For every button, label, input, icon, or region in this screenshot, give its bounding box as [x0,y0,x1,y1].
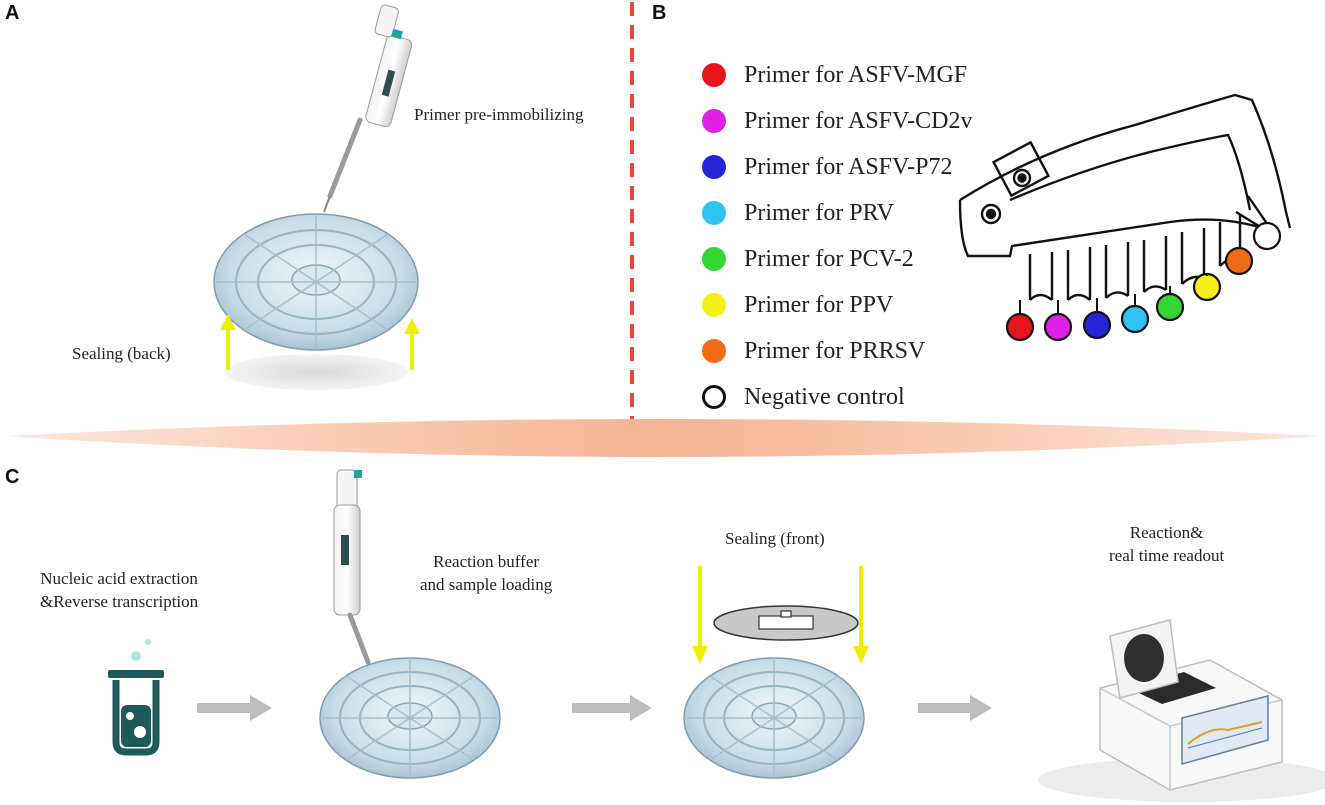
legend-swatch [702,339,726,363]
step1-label: Nucleic acid extraction &Reverse transcr… [40,568,198,614]
legend-label: Negative control [744,383,905,410]
step4-label: Reaction& real time readout [1109,522,1224,568]
sealing-back-label: Sealing (back) [72,344,171,363]
legend-label: Primer for ASFV-CD2v [744,107,973,134]
legend-item: Primer for PRRSV [702,328,972,374]
primer-legend: Primer for ASFV-MGF Primer for ASFV-CD2v… [702,52,972,420]
chip-schematic [958,93,1292,301]
sealing-film-front [713,605,859,641]
primer-step-label: Primer pre-immobilizing [414,105,584,124]
step1-line1: Nucleic acid extraction [40,569,198,588]
legend-swatch [702,63,726,87]
panel-label-c: C [5,466,20,488]
step2-line2: and sample loading [420,574,553,594]
pipette-c [333,469,375,679]
legend-label: Primer for PRRSV [744,337,926,364]
legend-item: Negative control [702,374,972,420]
flow-arrows [197,695,992,721]
legend-item: Primer for PPV [702,282,972,328]
legend-label: Primer for PRV [744,199,895,226]
section-band [4,419,1322,457]
legend-swatch [702,155,726,179]
legend-label: Primer for PCV-2 [744,245,914,272]
readout-instrument [1038,619,1325,802]
panel-label-a: A [5,2,20,24]
panel-label-b: B [652,2,667,24]
step2-label: Reaction buffer and sample loading [420,551,552,597]
legend-swatch [702,385,726,409]
pipette-a [323,4,413,213]
test-tube-icon [108,639,164,756]
step4-line1: Reaction& [1129,523,1204,542]
legend-swatch [702,201,726,225]
sealing-film-back [224,354,408,390]
chip-c2 [683,657,865,779]
legend-label: Primer for ASFV-MGF [744,61,968,88]
step1-line2: &Reverse transcription [40,591,199,611]
legend-item: Primer for PRV [702,190,972,236]
legend-item: Primer for PCV-2 [702,236,972,282]
sealing-arrows-front [692,566,869,664]
legend-label: Primer for ASFV-P72 [744,153,953,180]
chip-c1 [319,657,501,779]
legend-swatch [702,293,726,317]
legend-label: Primer for PPV [744,291,894,318]
legend-swatch [702,247,726,271]
legend-item: Primer for ASFV-MGF [702,52,972,98]
legend-item: Primer for ASFV-P72 [702,144,972,190]
step4-line2: real time readout [1109,545,1225,565]
chip-a [213,213,419,351]
sealing-arrows-back [220,314,420,370]
step2-line1: Reaction buffer [433,552,540,571]
legend-swatch [702,109,726,133]
step3-label: Sealing (front) [725,529,825,548]
legend-item: Primer for ASFV-CD2v [702,98,972,144]
